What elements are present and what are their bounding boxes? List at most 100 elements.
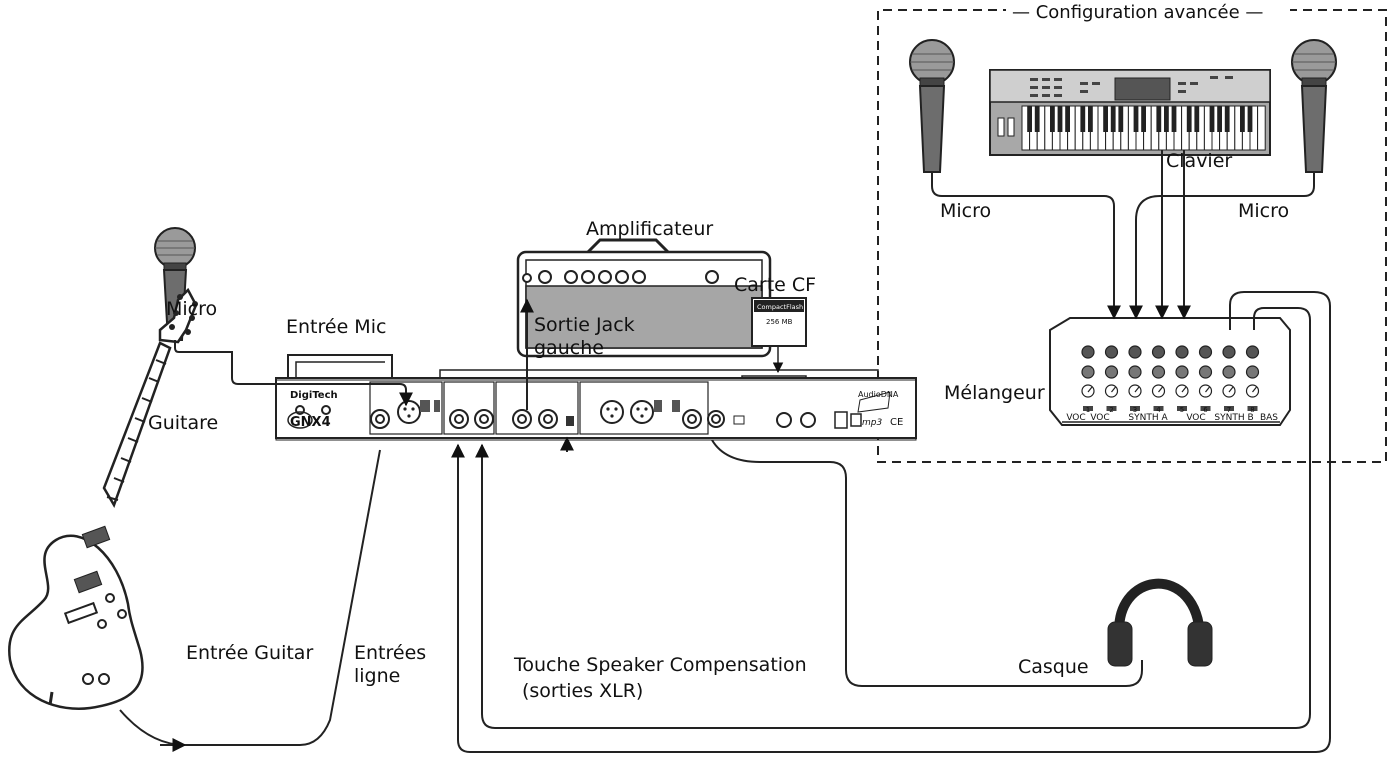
mixer-knob-pointer (1205, 386, 1210, 393)
keyboard-black-key (1110, 106, 1116, 132)
keyboard-black-key (1103, 106, 1108, 132)
amplifier-label: Amplificateur (586, 218, 714, 240)
mixer-button (1247, 406, 1258, 411)
mixer-channel-number: 5 (1180, 406, 1184, 414)
mixer-knob (1175, 365, 1189, 379)
keyboard-black-key (1027, 106, 1032, 132)
mixer-button (1106, 406, 1117, 411)
mixer-channel-label: BAS (1260, 413, 1278, 423)
mixer-button (1153, 406, 1164, 411)
device-model: GNX4 (290, 415, 331, 430)
guitar (8, 287, 198, 710)
mixer-knob (1175, 345, 1189, 359)
keyboard-black-key (1050, 106, 1055, 132)
cf-card (751, 297, 807, 374)
mixer-knob (1222, 365, 1236, 379)
keyboard-black-key (1217, 106, 1222, 132)
xlr-outputs-label: (sorties XLR) (522, 680, 644, 702)
mixer (1049, 317, 1291, 426)
micro-adv-right-label: Micro (1238, 200, 1290, 222)
mixer-channel-number: 3 (1133, 406, 1137, 414)
advanced-config-title: — Configuration avancée — (1006, 2, 1270, 23)
keyboard-black-key (1186, 106, 1192, 132)
mixer-channel-number: 1 (1086, 406, 1090, 414)
mixer-channel-label: VOC (1186, 413, 1205, 423)
mixer-knob (1245, 384, 1260, 398)
mic-input-label: Entrée Mic (286, 316, 387, 338)
keyboard-label: Clavier (1166, 150, 1233, 172)
mixer-knob-pointer (1181, 386, 1187, 393)
mixer-knob (1104, 365, 1119, 379)
left-jack-output-label: Sortie Jack gauche (534, 314, 635, 359)
microphone-adv-left (909, 39, 955, 173)
mixer-knob (1175, 384, 1189, 398)
mixer-knob (1151, 345, 1166, 359)
mixer-knob (1128, 365, 1142, 379)
mixer-label: Mélangeur (944, 382, 1045, 404)
keyboard-black-key (1133, 106, 1139, 132)
keyboard-black-key (1080, 106, 1086, 132)
keyboard (989, 69, 1271, 156)
mixer-channel-label: SYNTH B (1214, 413, 1253, 423)
mixer-knob-pointer (1252, 386, 1257, 393)
keyboard-black-key (1164, 106, 1169, 132)
cables (119, 150, 1331, 753)
mixer-knob (1081, 345, 1095, 359)
mp3-logo: mp3 (862, 418, 882, 428)
device-brand: DigiTech (290, 390, 338, 401)
keyboard-black-key (1088, 106, 1093, 132)
mixer-channel-number: 8 (1250, 406, 1254, 414)
keyboard-black-key (1156, 106, 1162, 132)
mixer-knob (1198, 345, 1213, 359)
mixer-channel-label: SYNTH A (1128, 413, 1168, 423)
mixer-knob (1151, 384, 1166, 398)
mixer-knob (1198, 384, 1213, 398)
mixer-button (1200, 406, 1211, 411)
keyboard-black-key (1209, 106, 1215, 132)
audio-dna-logo: AudioDNA (858, 390, 899, 399)
keyboard-black-key (1118, 106, 1124, 132)
keyboard-black-key (1034, 106, 1040, 132)
mixer-knob-pointer (1134, 386, 1140, 393)
headphones (1107, 578, 1213, 667)
mixer-channel-label: VOC (1066, 413, 1085, 423)
cf-card-label: Carte CF (734, 274, 817, 296)
keyboard-black-key (1240, 106, 1245, 132)
cf-card-brand: CompactFlash (757, 303, 803, 311)
mixer-knob (1245, 345, 1260, 359)
cf-card-size: 256 MB (766, 318, 793, 326)
mixer-knob (1222, 384, 1236, 398)
mixer-knob (1081, 365, 1095, 379)
line-inputs-label: Entrées ligne (354, 642, 427, 687)
mixer-knob (1128, 384, 1142, 398)
keyboard-black-key (1057, 106, 1063, 132)
mixer-knob-pointer (1228, 386, 1234, 393)
mixer-channel-number: 6 (1203, 406, 1208, 414)
amplifier (516, 238, 772, 358)
speaker-compensation-label: Touche Speaker Compensation (514, 654, 807, 676)
keyboard-black-key (1194, 106, 1200, 132)
mixer-knob-pointer (1158, 386, 1163, 393)
micro-main-label: Micro (166, 298, 218, 320)
mixer-knob (1104, 345, 1119, 359)
mixer-knob-pointer (1111, 386, 1116, 393)
mixer-channel-label: VOC (1090, 413, 1109, 423)
headphones-label: Casque (1018, 656, 1089, 678)
mixer-knob (1104, 384, 1119, 398)
mixer-button (1083, 406, 1093, 411)
microphone-adv-right (1291, 39, 1337, 173)
guitar-label: Guitare (148, 412, 219, 434)
mixer-knob (1081, 384, 1095, 398)
keyboard-black-key (1247, 106, 1253, 132)
mixer-knob (1151, 365, 1166, 379)
keyboard-black-key (1171, 106, 1177, 132)
keyboard-black-key (1065, 106, 1070, 132)
ce-mark: CE (890, 417, 903, 428)
mixer-knob (1128, 345, 1142, 359)
micro-adv-left-label: Micro (940, 200, 992, 222)
advanced-config-frame (877, 9, 1387, 463)
mixer-knob (1198, 365, 1213, 379)
mixer-button (1130, 406, 1140, 411)
